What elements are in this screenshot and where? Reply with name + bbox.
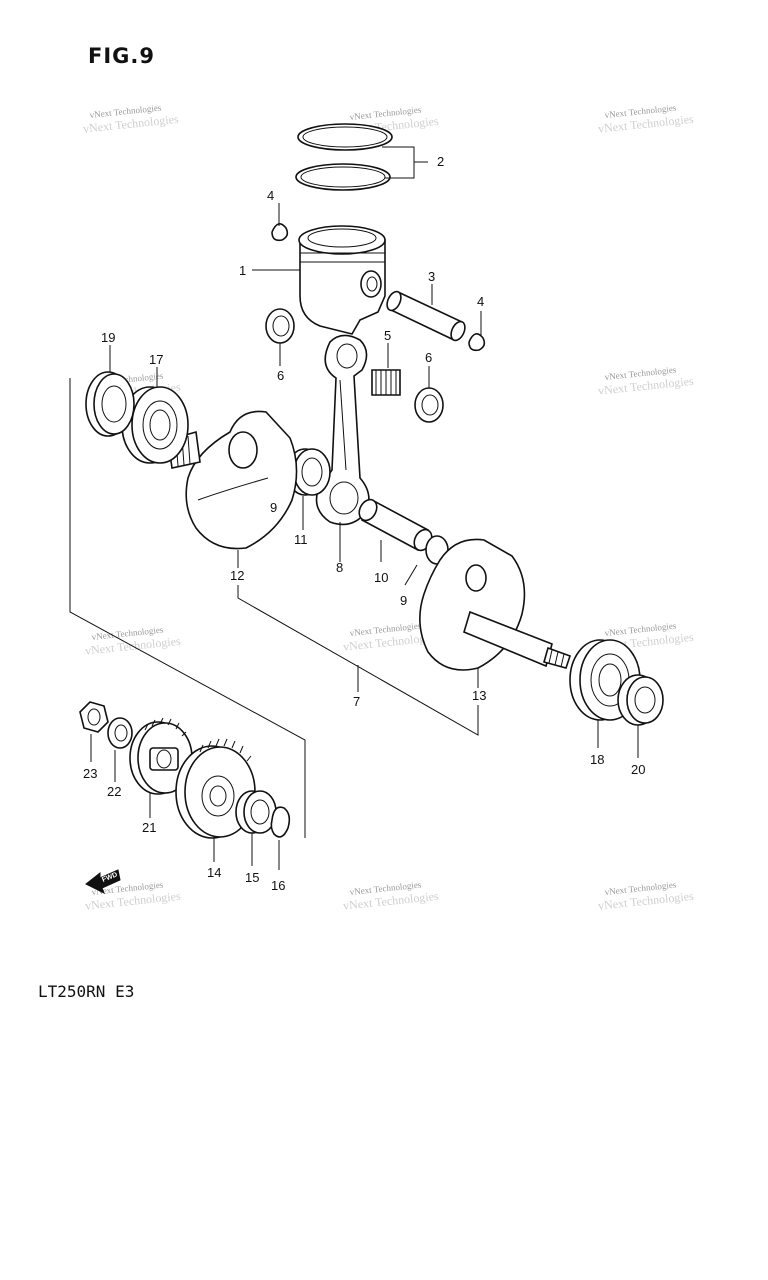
callout-line-2	[382, 146, 428, 179]
callout-9a: 9	[270, 500, 277, 515]
fwd-arrow-shape	[85, 869, 121, 895]
big-end-bearing-body	[293, 448, 331, 496]
piston-crown	[298, 225, 386, 255]
callout-8: 8	[336, 560, 343, 575]
piston-skirt	[299, 239, 386, 335]
callout-9b: 9	[400, 593, 407, 608]
left-web-edge	[197, 477, 269, 501]
callout-14: 14	[207, 865, 221, 880]
circlip-16	[270, 806, 291, 838]
gear-14-bore	[209, 785, 227, 807]
seal-19-bore	[101, 385, 127, 423]
right-crank-web	[419, 538, 572, 688]
callout-12: 12	[230, 568, 244, 583]
bearing-18-bore	[598, 663, 622, 697]
gear-14-hub	[201, 775, 235, 817]
callout-16: 16	[271, 878, 285, 893]
piston-pin-end	[450, 320, 466, 342]
callout-19: 19	[101, 330, 115, 345]
oil-seal-right	[617, 674, 664, 758]
callout-4b: 4	[477, 294, 484, 309]
callout-15: 15	[245, 870, 259, 885]
callout-22: 22	[107, 784, 121, 799]
gear-21-teeth	[144, 717, 187, 737]
piston-pin-circlip	[271, 223, 289, 242]
callout-23: 23	[83, 766, 97, 781]
spacer-bore	[250, 799, 270, 825]
gear-14-teeth	[199, 738, 252, 762]
piston-ring-lower-inner	[300, 166, 386, 188]
callout-20: 20	[631, 762, 645, 777]
nut-body	[79, 701, 109, 733]
callout-4a: 4	[267, 188, 274, 203]
washer-6-left	[265, 308, 295, 344]
callout-2: 2	[437, 154, 444, 169]
callout-numbers: 2 1 4 3 4 5 6 6 19 17 9 11 8 10 9 12 7 1…	[83, 154, 645, 893]
conrod-web	[339, 379, 347, 471]
model-label: LT250RN E3	[38, 982, 135, 1001]
bearing-17-race	[142, 400, 178, 450]
gear-21-hub	[149, 747, 179, 771]
right-web-hole	[465, 564, 487, 592]
crank-pin-end	[358, 498, 378, 522]
left-web-hole	[228, 431, 258, 469]
crank-bearing-left	[121, 367, 189, 464]
washer-6-left-hole	[272, 315, 290, 337]
conrod-small-end-hole	[336, 343, 358, 369]
callout-18: 18	[590, 752, 604, 767]
spacer	[235, 790, 277, 866]
nut	[79, 701, 109, 762]
left-web-body	[185, 410, 298, 550]
piston-pin	[386, 284, 466, 342]
thread-line	[554, 651, 559, 666]
callout-17: 17	[149, 352, 163, 367]
washer-6-right	[414, 387, 444, 423]
callout-21: 21	[142, 820, 156, 835]
piston	[252, 225, 386, 335]
piston-pin-hole	[366, 276, 378, 292]
callout-10: 10	[374, 570, 388, 585]
gear-21-bore	[156, 749, 172, 769]
big-end-bearing-bore	[301, 457, 323, 487]
washer-22	[107, 717, 133, 749]
bearing-17-bore	[149, 409, 171, 441]
washer-6-right-hole	[421, 394, 439, 416]
seal-19-body	[93, 373, 135, 435]
piston-ring-upper	[297, 123, 393, 151]
oil-seal-left	[85, 345, 135, 437]
connecting-rod	[315, 334, 370, 562]
crank-pin	[358, 498, 433, 562]
callout-11: 11	[294, 532, 308, 547]
callout-7: 7	[353, 694, 360, 709]
conrod-big-end-hole	[329, 481, 359, 515]
piston-pin-end	[386, 290, 402, 312]
small-end-needle-bearing	[371, 343, 401, 396]
callout-3: 3	[428, 269, 435, 284]
washer-22-hole	[114, 724, 128, 742]
piston-ring-upper-inner	[302, 126, 388, 148]
piston-ring-lower	[295, 163, 391, 191]
thread-line	[560, 653, 565, 668]
bearing-17-body	[131, 386, 189, 464]
seal-20-bore	[634, 686, 656, 714]
figure-title: FIG.9	[88, 44, 155, 68]
nut-bore	[87, 708, 101, 726]
thread-line	[548, 649, 553, 664]
seal-20-body	[626, 676, 664, 724]
callout-1: 1	[239, 263, 246, 278]
piston-crown-inner	[307, 228, 377, 248]
callout-line-9b	[404, 564, 418, 586]
conrod-body	[315, 334, 370, 526]
piston-pin-boss	[360, 270, 382, 298]
right-shaft	[463, 610, 553, 668]
callout-6a: 6	[277, 368, 284, 383]
assembly-bracket-line	[69, 378, 306, 838]
piston-pin-circlip	[468, 333, 486, 352]
shaft-spline	[187, 435, 191, 465]
callout-6b: 6	[425, 350, 432, 365]
piston-rings	[295, 123, 428, 191]
callout-13: 13	[472, 688, 486, 703]
callout-5: 5	[384, 328, 391, 343]
